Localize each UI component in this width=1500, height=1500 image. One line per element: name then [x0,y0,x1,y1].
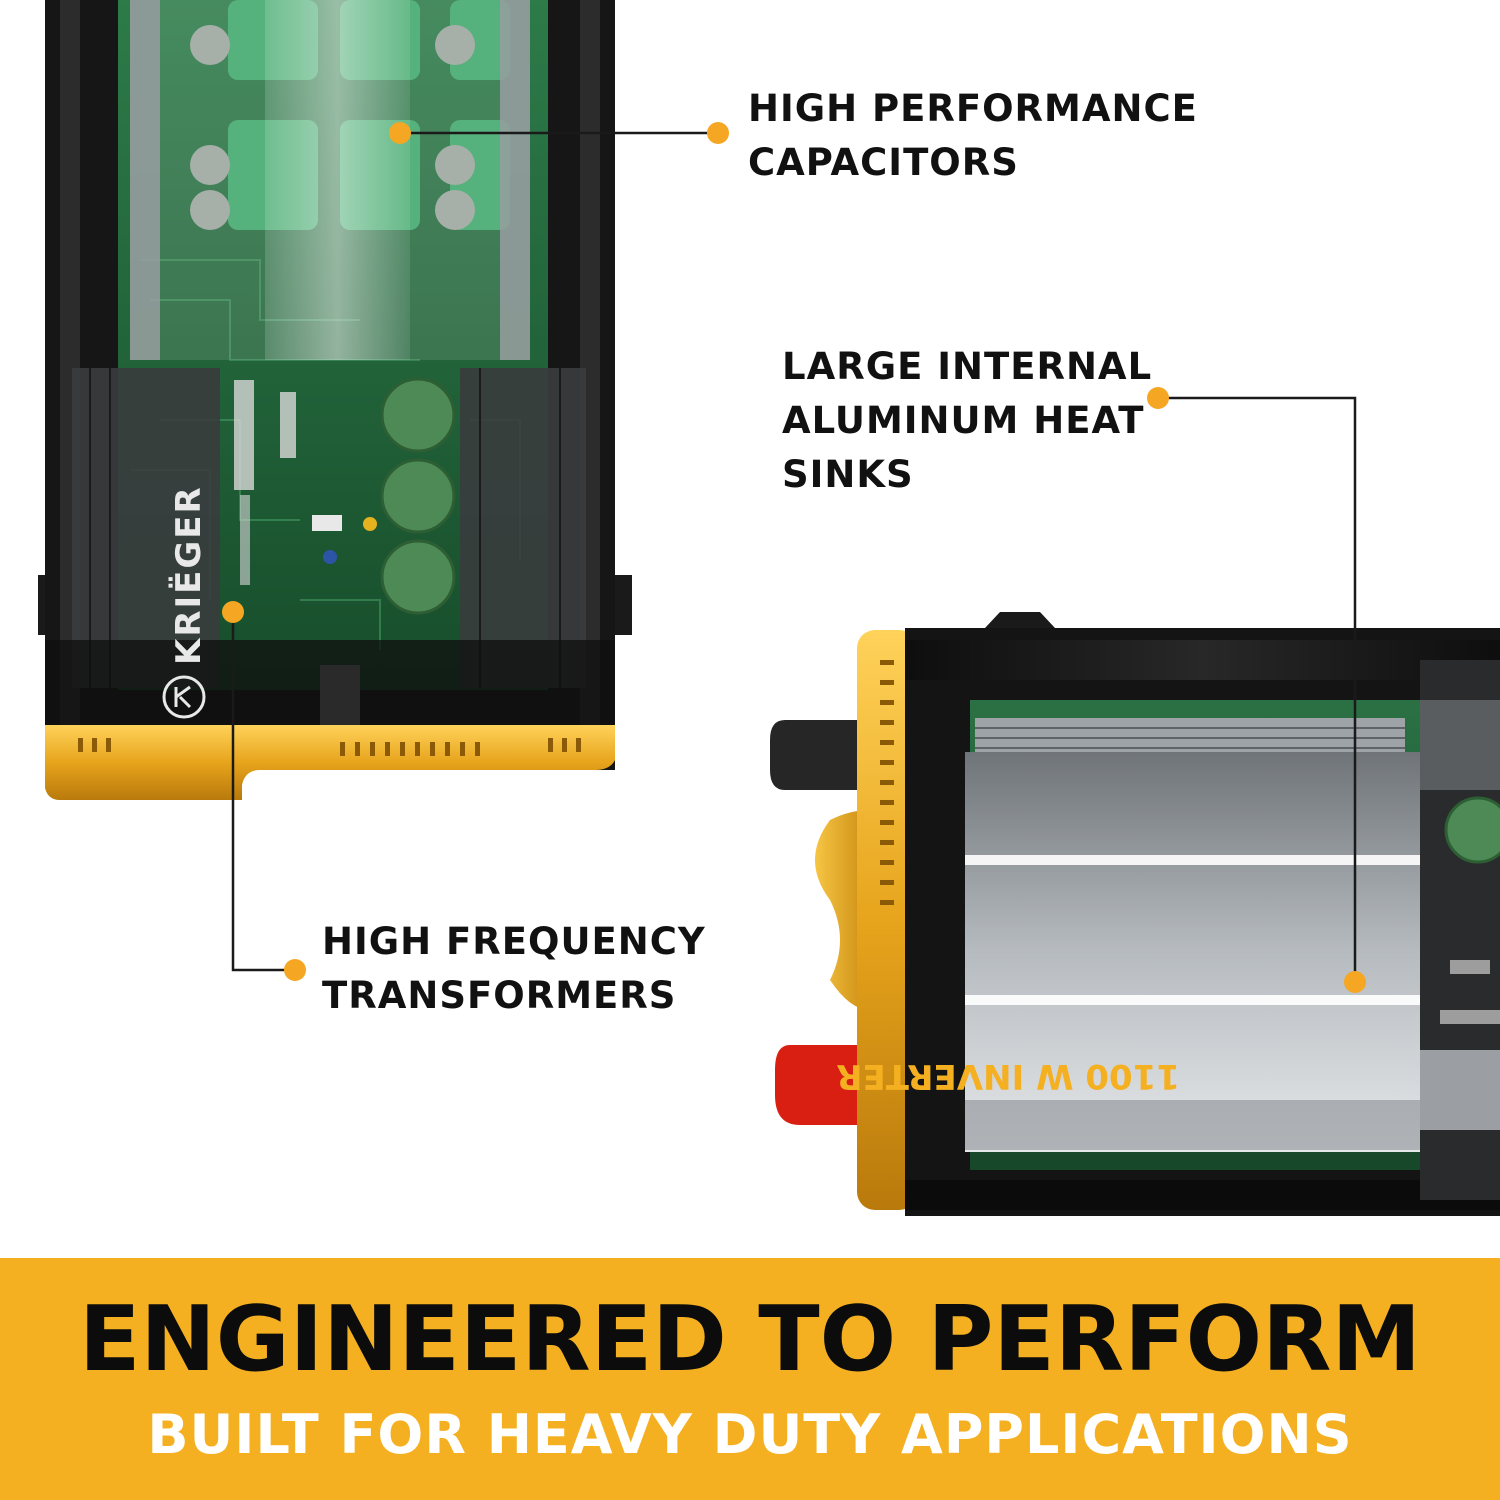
transformer-callout-dot [222,601,244,623]
positive-terminal [775,1045,860,1125]
inverter-illustration: KRIËGER 1100 W INVERTER [38,0,1500,1216]
electrolytic-capacitors [380,377,456,615]
brand-label: KRIËGER [168,485,209,665]
capacitor-callout-dot [389,122,411,144]
callout-heat-sinks-line3: SINKS [782,453,914,496]
heatsink-label-dot [1147,387,1169,409]
negative-terminal [770,720,860,790]
callout-leaders [231,131,1357,982]
model-label: 1100 W INVERTER [836,1056,1180,1096]
heatsink-callout-dot [1344,971,1366,993]
gold-side-cap [857,630,917,1210]
capacitor-label-dot [707,122,729,144]
callout-heat-sinks: LARGE INTERNAL ALUMINUM HEAT SINKS [782,340,1152,502]
banner-headline: ENGINEERED TO PERFORM [78,1287,1422,1392]
banner-subline: BUILT FOR HEAVY DUTY APPLICATIONS [147,1403,1353,1466]
callout-capacitors: HIGH PERFORMANCE CAPACITORS [748,82,1198,190]
callout-transformers-line2: TRANSFORMERS [322,974,677,1017]
aluminum-heat-sink [965,752,1420,1152]
bottom-banner [0,1258,1500,1500]
transformer-label-dot [284,959,306,981]
horizontal-inverter [770,612,1500,1216]
callout-dots [222,122,1366,993]
callout-transformers-line1: HIGH FREQUENCY [322,920,706,963]
callout-heat-sinks-line1: LARGE INTERNAL [782,345,1153,388]
vertical-inverter [38,0,632,800]
callout-capacitors-line1: HIGH PERFORMANCE [748,87,1198,130]
callout-transformers: HIGH FREQUENCY TRANSFORMERS [322,915,706,1023]
callout-heat-sinks-line2: ALUMINUM HEAT [782,399,1145,442]
brand-logo-icon [162,675,206,719]
callout-capacitors-line2: CAPACITORS [748,141,1019,184]
gold-end-cap [45,725,615,800]
